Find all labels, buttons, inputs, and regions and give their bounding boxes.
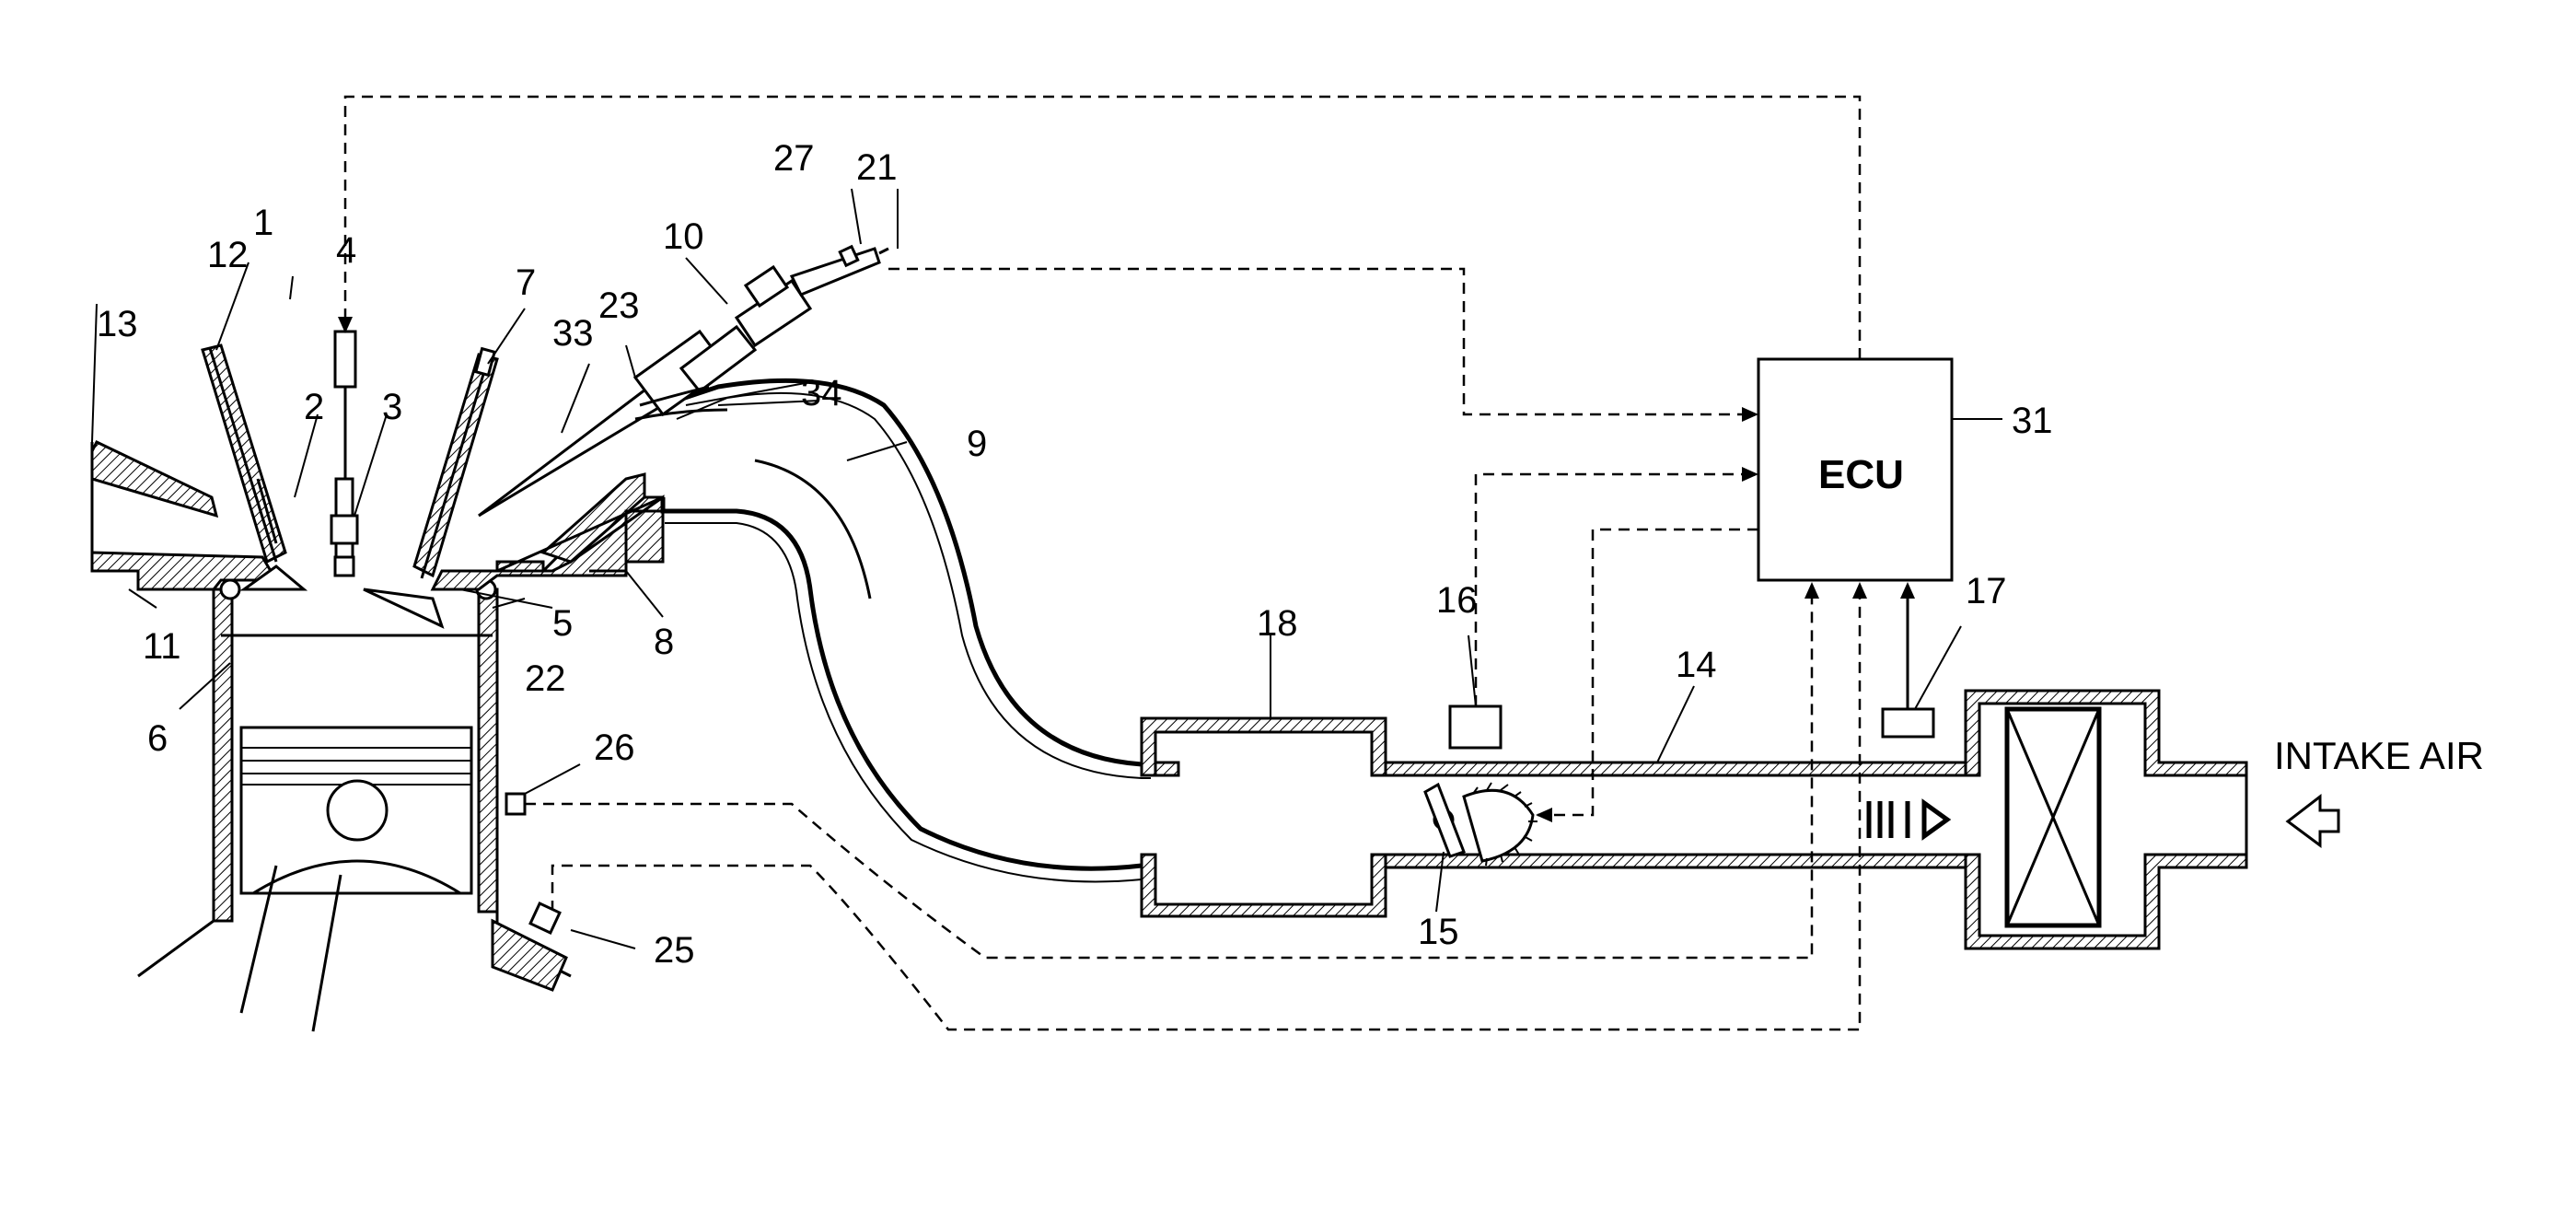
intake-temp-sensor-box [1883,709,1933,737]
label-1: 1 [253,203,273,243]
head-seal-left [221,580,239,599]
label-10: 10 [663,216,704,257]
exhaust-valve [203,345,304,589]
label-11: 11 [143,626,181,667]
intake-duct [1142,691,2246,949]
crankcase-sensor-mount [493,921,566,990]
airflow-arrow-symbol [1869,801,1947,838]
intake-air-label: INTAKE AIR [2274,734,2484,777]
sensor-17-line [1900,582,1915,709]
label-23: 23 [598,285,640,326]
label-4: 4 [336,230,356,271]
label-14: 14 [1676,645,1717,685]
label-2: 2 [304,387,324,427]
label-12: 12 [207,235,249,275]
knock-sensor-box [506,794,525,814]
label-13: 13 [97,304,138,344]
airflow-sensor-box [1450,706,1501,748]
air-filter [2007,709,2099,925]
exhaust-port [92,442,216,571]
label-34: 34 [801,373,842,413]
label-27: 27 [773,138,815,179]
label-3: 3 [382,387,402,427]
label-5: 5 [552,603,573,644]
label-21: 21 [856,147,898,188]
label-16: 16 [1436,580,1478,621]
label-7: 7 [516,262,536,303]
ignition-coil [335,332,355,479]
label-33: 33 [552,313,594,354]
cylinder-wall-left [214,589,232,921]
cylinder-wall-right [479,589,497,912]
label-6: 6 [147,718,168,759]
label-18: 18 [1257,603,1298,644]
crank-angle-sensor-box [530,903,560,933]
crankcase-left [138,921,214,976]
label-9: 9 [967,424,987,464]
label-26: 26 [594,727,635,768]
label-8: 8 [654,622,674,662]
label-22: 22 [525,658,566,699]
label-15: 15 [1418,912,1459,952]
cylinder-head-left [92,553,276,589]
label-25: 25 [654,930,695,971]
label-31: 31 [2012,401,2053,441]
engine-cylinder [92,497,663,1031]
label-17: 17 [1966,571,2007,611]
spark-plug [331,479,357,576]
ecu-label: ECU [1818,452,1904,497]
intake-manifold-elbow [663,380,1151,881]
intake-air-arrow [2288,797,2338,845]
